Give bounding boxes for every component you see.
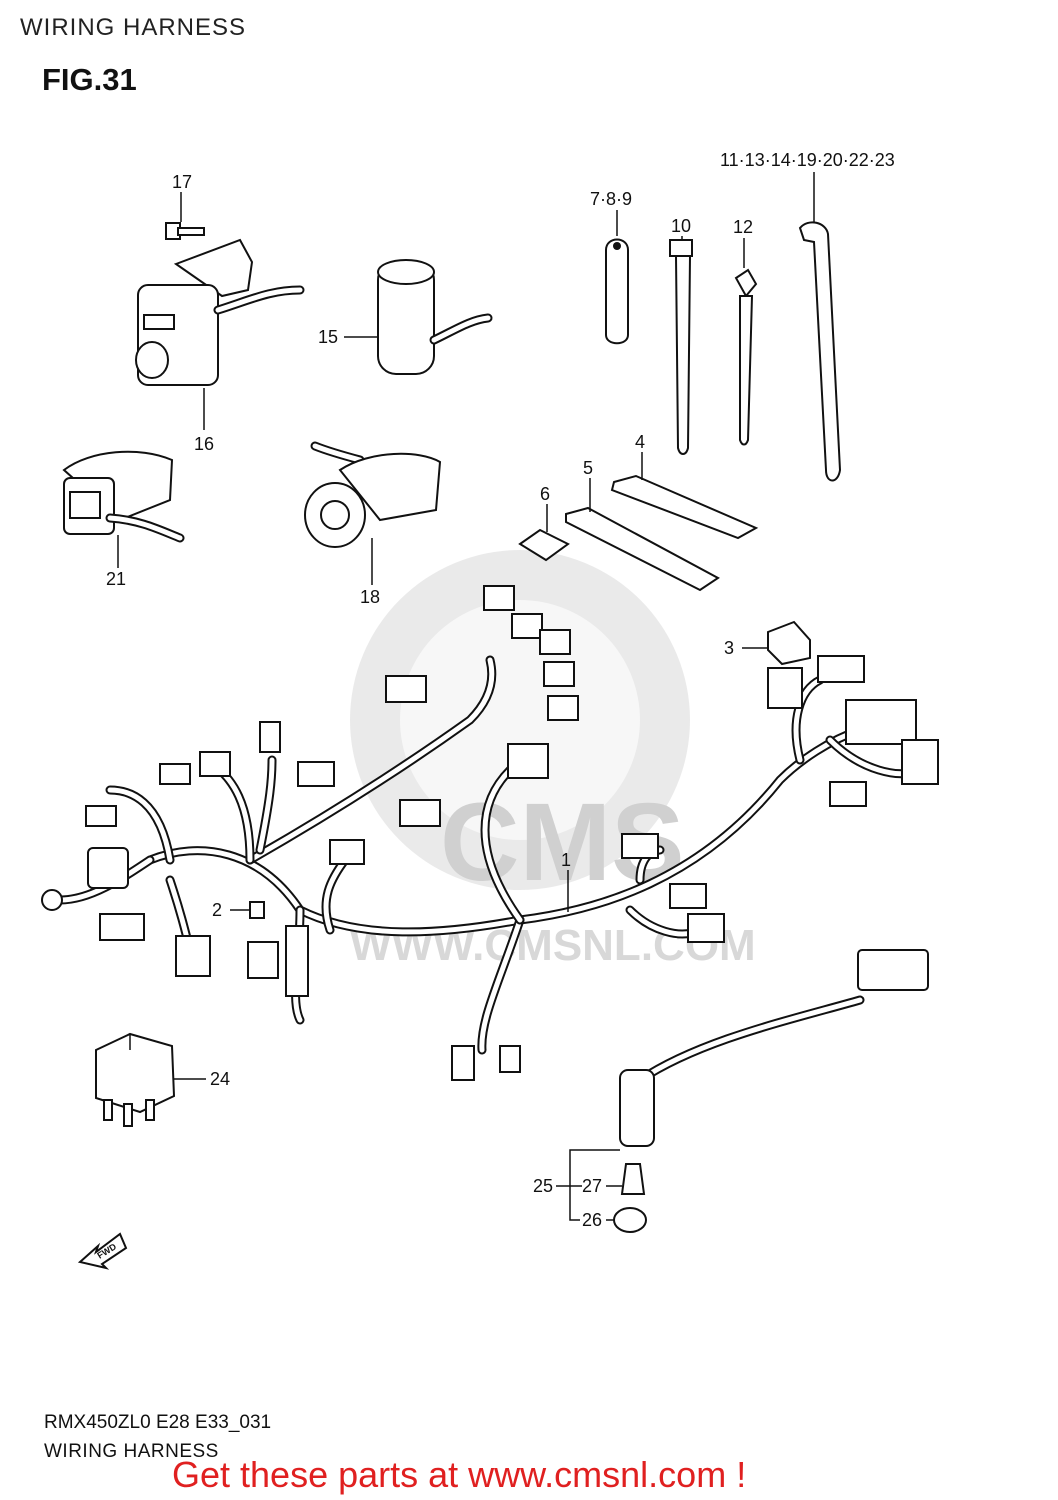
callout-25: 25 — [533, 1176, 553, 1196]
callout-12: 12 — [733, 217, 753, 237]
footer-title: WIRING HARNESS — [44, 1441, 219, 1462]
relay-24 — [95, 1032, 176, 1127]
pad-6 — [518, 528, 570, 562]
connector-3 — [767, 620, 811, 666]
callout-5: 5 — [583, 458, 593, 478]
switch-18 — [304, 441, 442, 548]
promo-link[interactable]: Get these parts at www.cmsnl.com ! — [172, 1454, 747, 1495]
callout-6: 6 — [540, 484, 550, 504]
section-title: WIRING HARNESS — [20, 14, 247, 41]
figure-number: FIG.31 — [42, 62, 137, 97]
callout-group: 11·13·14·19·20·22·23 — [720, 150, 895, 170]
fuse-2 — [249, 901, 265, 919]
callout-4: 4 — [635, 432, 645, 452]
callout-7-8-9: 7·8·9 — [590, 189, 632, 209]
pad-5 — [565, 506, 720, 592]
callout-17: 17 — [172, 172, 192, 192]
cable-tie-group — [798, 221, 842, 482]
callout-3: 3 — [724, 638, 734, 658]
switch-21 — [62, 450, 185, 543]
callout-27: 27 — [582, 1176, 602, 1196]
spark-plug-lead-25 — [613, 949, 929, 1233]
callout-10: 10 — [671, 216, 691, 236]
callout-18: 18 — [360, 587, 380, 607]
main-harness-1 — [41, 585, 939, 1081]
cable-tie-12 — [734, 268, 758, 446]
pad-4 — [610, 474, 759, 540]
callout-15: 15 — [318, 327, 338, 347]
clamp-7-8-9 — [605, 238, 629, 345]
forward-arrow-icon: FWD — [77, 1232, 128, 1270]
callout-26: 26 — [582, 1210, 602, 1230]
model-code: RMX450ZL0 E28 E33_031 — [44, 1412, 272, 1433]
callout-24: 24 — [210, 1069, 230, 1089]
resistor-15 — [377, 259, 493, 375]
callout-2: 2 — [212, 900, 222, 920]
callout-1: 1 — [561, 850, 571, 870]
switch-16 — [135, 238, 305, 386]
callout-21: 21 — [106, 569, 126, 589]
cable-tie-10 — [669, 239, 693, 455]
bolt-17 — [165, 222, 205, 240]
callout-16: 16 — [194, 434, 214, 454]
